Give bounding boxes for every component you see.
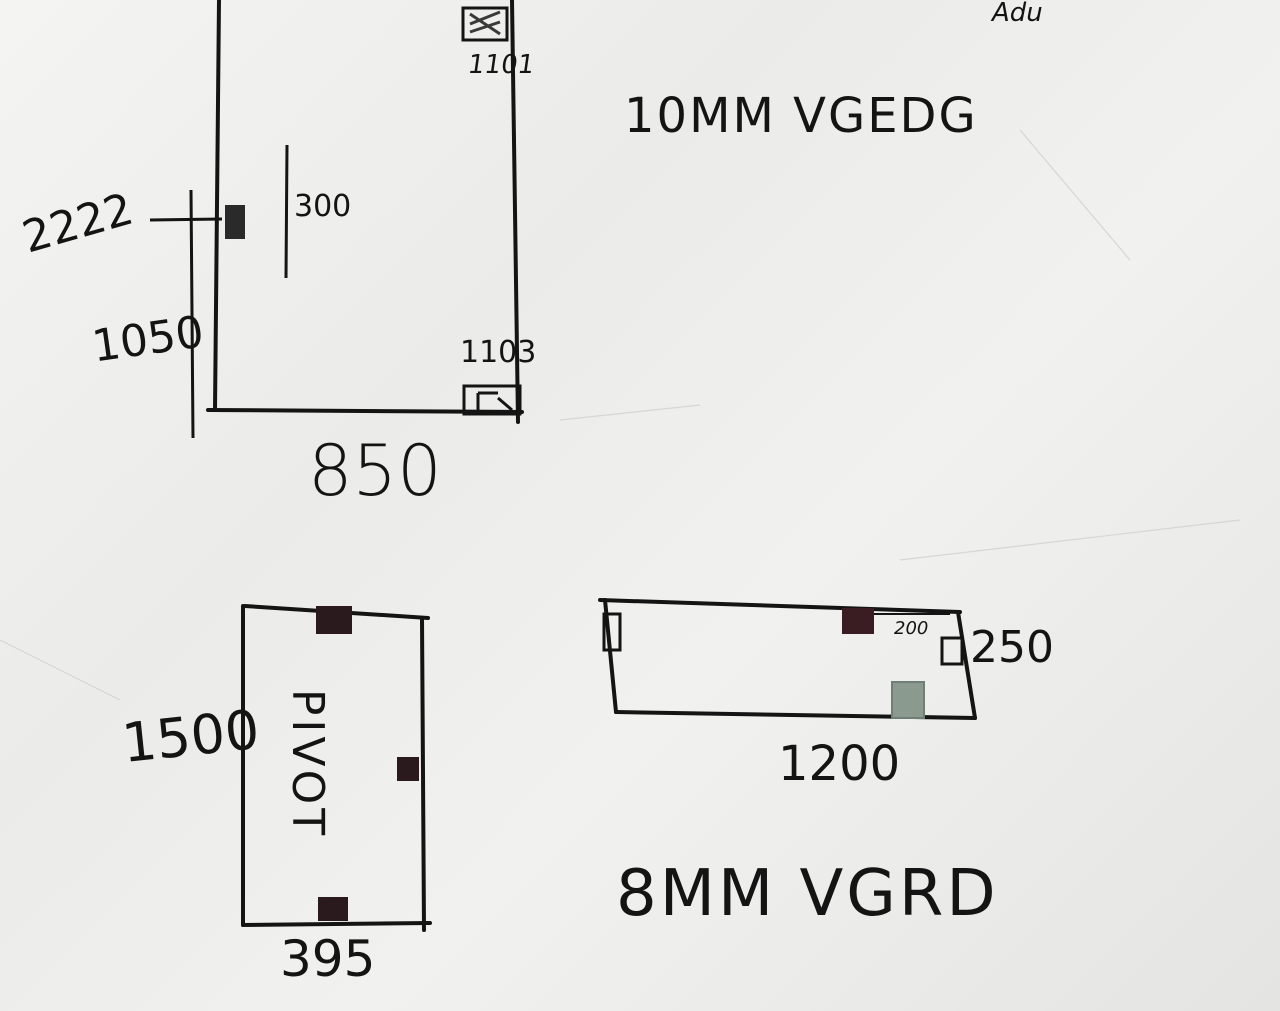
wide-panel-height-label: 250 xyxy=(970,622,1054,673)
paper-crease xyxy=(1019,129,1131,261)
top-panel-width-label: 850 xyxy=(308,430,442,512)
bottom-right-hinge-block xyxy=(462,384,522,416)
wide-top-block xyxy=(842,608,874,634)
top-thickness-label: 10MM VGEDG xyxy=(624,88,978,144)
top-right-hinge-block xyxy=(461,6,509,42)
bottom-thickness-label: 8MM VGRD xyxy=(616,857,999,931)
corner-top-label: 1101 xyxy=(465,50,537,80)
pivot-panel-width-label: 395 xyxy=(280,930,376,988)
pivot-panel-height-label: 1500 xyxy=(119,697,263,776)
top-right-note: Adu xyxy=(992,0,1043,28)
pivot-top-block xyxy=(316,606,352,634)
top-panel-outline xyxy=(206,0,524,424)
pivot-label: PIVOT xyxy=(282,688,334,840)
wide-right-block xyxy=(940,636,964,666)
corner-bottom-label: 1103 xyxy=(460,335,537,370)
wide-green-block xyxy=(891,681,925,719)
wide-left-block xyxy=(602,612,622,652)
side-hinge-block xyxy=(225,205,245,239)
paper-crease xyxy=(0,639,121,701)
hinge-hatching xyxy=(476,391,513,412)
hinge-offset-line xyxy=(284,144,289,279)
wide-offset-label: 200 xyxy=(894,618,929,639)
hinge-hatching xyxy=(469,10,501,36)
pivot-side-block xyxy=(397,757,419,781)
wide-panel-width-label: 1200 xyxy=(778,736,901,792)
hinge-offset-label: 300 xyxy=(294,189,352,224)
paper-crease xyxy=(559,404,701,421)
pivot-bottom-block xyxy=(318,897,348,921)
paper-crease xyxy=(899,519,1241,561)
top-panel-height-dimension-line xyxy=(149,189,223,439)
pivot-panel-outline xyxy=(241,604,432,932)
